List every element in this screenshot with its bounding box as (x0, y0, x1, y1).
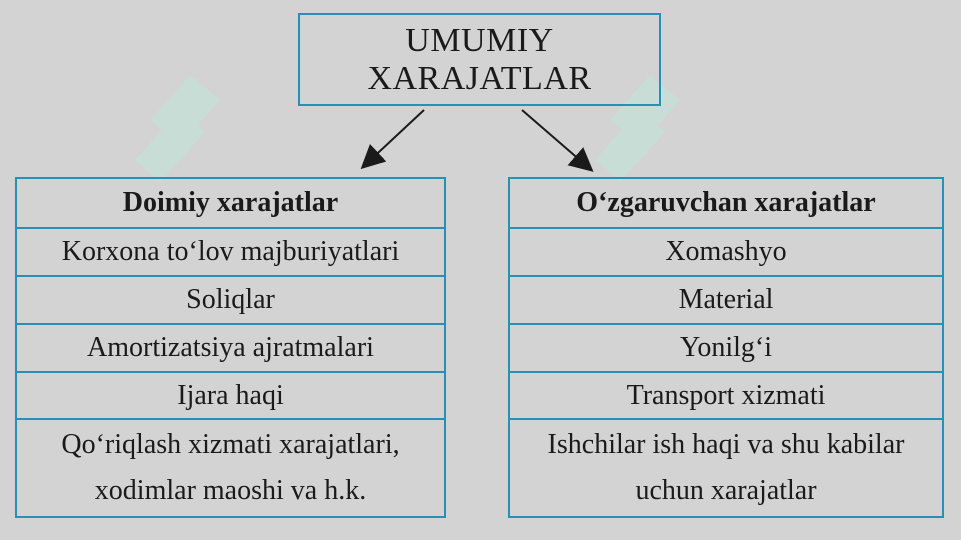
root-title-box: UMUMIY XARAJATLAR (298, 13, 661, 106)
root-title: UMUMIY XARAJATLAR (367, 21, 592, 97)
list-item-label: Xomashyo (665, 236, 787, 267)
list-item: Xomashyo (510, 229, 942, 277)
fixed-costs-header: Doimiy xarajatlar (17, 179, 444, 229)
list-item: Korxona to‘lov majburiyatlari (17, 229, 444, 277)
variable-costs-header-label: O‘zgaruvchan xarajatlar (576, 187, 876, 218)
list-item-label: Ijara haqi (177, 379, 284, 411)
list-item-label-line2: uchun xarajatlar (635, 475, 817, 506)
fixed-costs-table: Doimiy xarajatlar Korxona to‘lov majburi… (15, 177, 446, 518)
list-item-label: Yonilg‘i (679, 332, 773, 363)
list-item: Qo‘riqlash xizmati xarajatlari, xodimlar… (17, 420, 444, 516)
list-item-label: Material (678, 284, 774, 315)
list-item: Ijara haqi (17, 373, 444, 420)
variable-costs-header: O‘zgaruvchan xarajatlar (510, 179, 942, 229)
list-item-label: Amortizatsiya ajratmalari (87, 332, 374, 363)
arrow-right (521, 109, 594, 172)
list-item: Material (510, 277, 942, 325)
variable-costs-table: O‘zgaruvchan xarajatlar Xomashyo Materia… (508, 177, 944, 518)
list-item-label-line2: xodimlar maoshi va h.k. (94, 475, 367, 506)
fixed-costs-header-label: Doimiy xarajatlar (122, 187, 339, 218)
list-item-label-line1: Qo‘riqlash xizmati xarajatlari, (61, 429, 400, 460)
list-item: Amortizatsiya ajratmalari (17, 325, 444, 373)
list-item-label: Korxona to‘lov majburiyatlari (61, 236, 400, 267)
list-item: Transport xizmati (510, 373, 942, 420)
list-item: Yonilg‘i (510, 325, 942, 373)
list-item-label: Soliqlar (186, 284, 275, 315)
list-item: Soliqlar (17, 277, 444, 325)
arrow-left (360, 109, 425, 170)
list-item-label: Transport xizmati (626, 379, 826, 411)
list-item: Ishchilar ish haqi va shu kabilar uchun … (510, 420, 942, 516)
list-item-label-line1: Ishchilar ish haqi va shu kabilar (547, 429, 905, 460)
